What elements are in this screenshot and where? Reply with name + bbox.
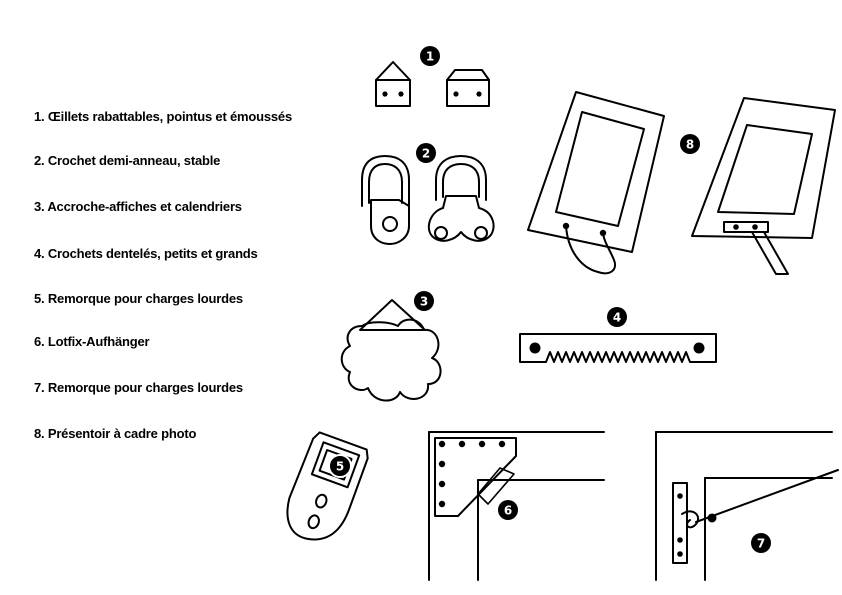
half-ring-hook-illustration [361,155,410,245]
badge-4: 4 [607,307,627,327]
badge-3-label: 3 [420,295,428,309]
heavy-duty-hanger-illustration [286,431,369,541]
sawtooth-hanger-illustration [519,333,717,363]
legend-item-2: 2. Crochet demi-anneau, stable [34,153,221,168]
wire-hanger-corner-illustration [655,431,839,581]
eyelet-blunt-illustration [446,69,490,107]
legend-item-6: 6. Lotfix-Aufhänger [34,334,150,349]
eyelet-pointed-illustration [375,61,411,107]
legend-item-8: 8. Présentoir à cadre photo [34,426,197,441]
badge-5: 5 [328,454,352,478]
badge-6-label: 6 [504,504,512,518]
frame-display-wire-illustration [527,91,665,275]
legend-item-4: 4. Crochets dentelés, petits et grands [34,246,258,261]
legend-item-3: 3. Accroche-affiches et calendriers [34,199,242,214]
badge-8-label: 8 [686,138,694,152]
frame-display-stand-illustration [691,97,836,275]
legend-item-1: 1. Œillets rabattables, pointus et émous… [34,109,292,124]
badge-7-label: 7 [757,537,765,551]
badge-2: 2 [416,143,436,163]
badge-3: 3 [414,291,434,311]
legend-list: 1. Œillets rabattables, pointus et émous… [34,0,364,595]
badge-2-label: 2 [422,147,430,161]
lotfix-corner-illustration [428,431,605,581]
badge-7: 7 [751,533,771,553]
half-ring-hook-winged-illustration [427,155,495,242]
poster-hanger-illustration [340,299,442,402]
badge-5-label: 5 [336,460,344,474]
legend-item-7: 7. Remorque pour charges lourdes [34,380,243,395]
badge-4-label: 4 [613,311,621,325]
badge-6: 6 [498,500,518,520]
badge-1-label: 1 [426,50,434,64]
badge-1: 1 [420,46,440,66]
badge-8: 8 [680,134,700,154]
legend-item-5: 5. Remorque pour charges lourdes [34,291,243,306]
